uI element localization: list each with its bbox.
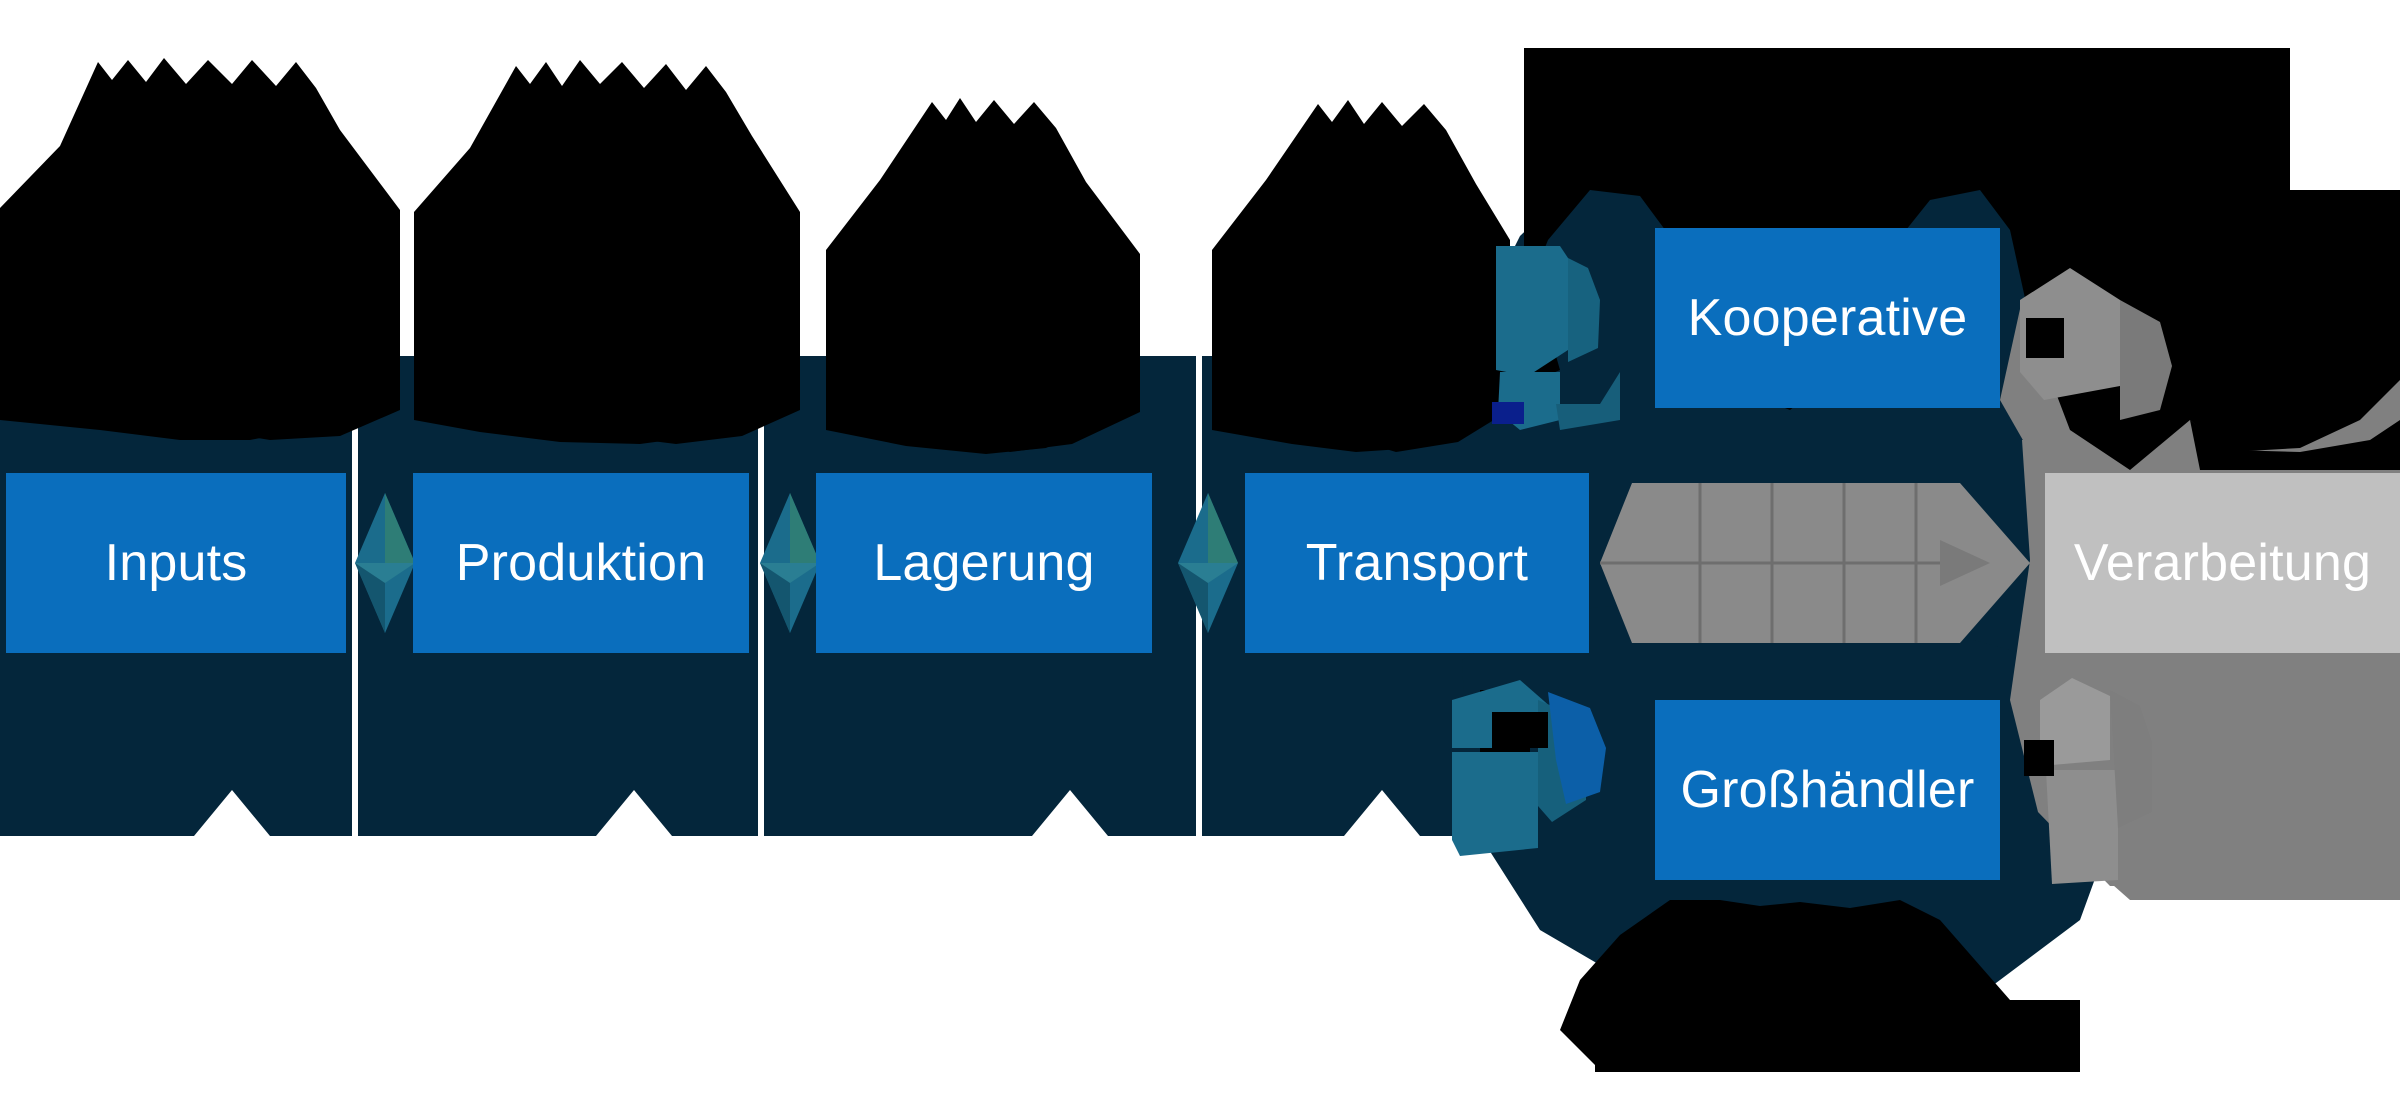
processing-icon-fragment [2024,678,2152,884]
stage-box-verarbeitung[interactable]: Verarbeitung [2045,473,2400,653]
verarbeitung-top-icon-fragment [2020,268,2172,420]
stage-box-produktion[interactable]: Produktion [413,473,749,653]
warehouse-icon [826,98,1140,454]
stage-box-lagerung[interactable]: Lagerung [816,473,1152,653]
stage-box-kooperative[interactable]: Kooperative [1655,228,2000,408]
wholesaler-icon-fragment [1452,680,1606,856]
production-icon [414,60,800,444]
wholesaler-icon [1560,900,2080,1072]
diamond-connector-1 [355,493,415,633]
inputs-icon [0,58,400,440]
stage-box-inputs[interactable]: Inputs [6,473,346,653]
stage-box-transport[interactable]: Transport [1245,473,1589,653]
stage-box-grosshaendler[interactable]: Großhändler [1655,700,2000,880]
stage-label-transport: Transport [1305,534,1529,592]
stage-label-kooperative: Kooperative [1687,289,1968,347]
stage-label-grosshaendler: Großhändler [1680,761,1975,819]
truck-icon [1212,100,1510,452]
stage-label-produktion: Produktion [455,534,707,592]
cooperative-icon-fragment [1492,246,1620,430]
processing-icon [2030,190,2400,470]
stage-label-inputs: Inputs [104,534,248,592]
stage-label-lagerung: Lagerung [873,534,1095,592]
diamond-connector-3 [1178,493,1238,633]
diamond-connector-2 [760,493,820,633]
stage-label-verarbeitung: Verarbeitung [2073,534,2372,592]
